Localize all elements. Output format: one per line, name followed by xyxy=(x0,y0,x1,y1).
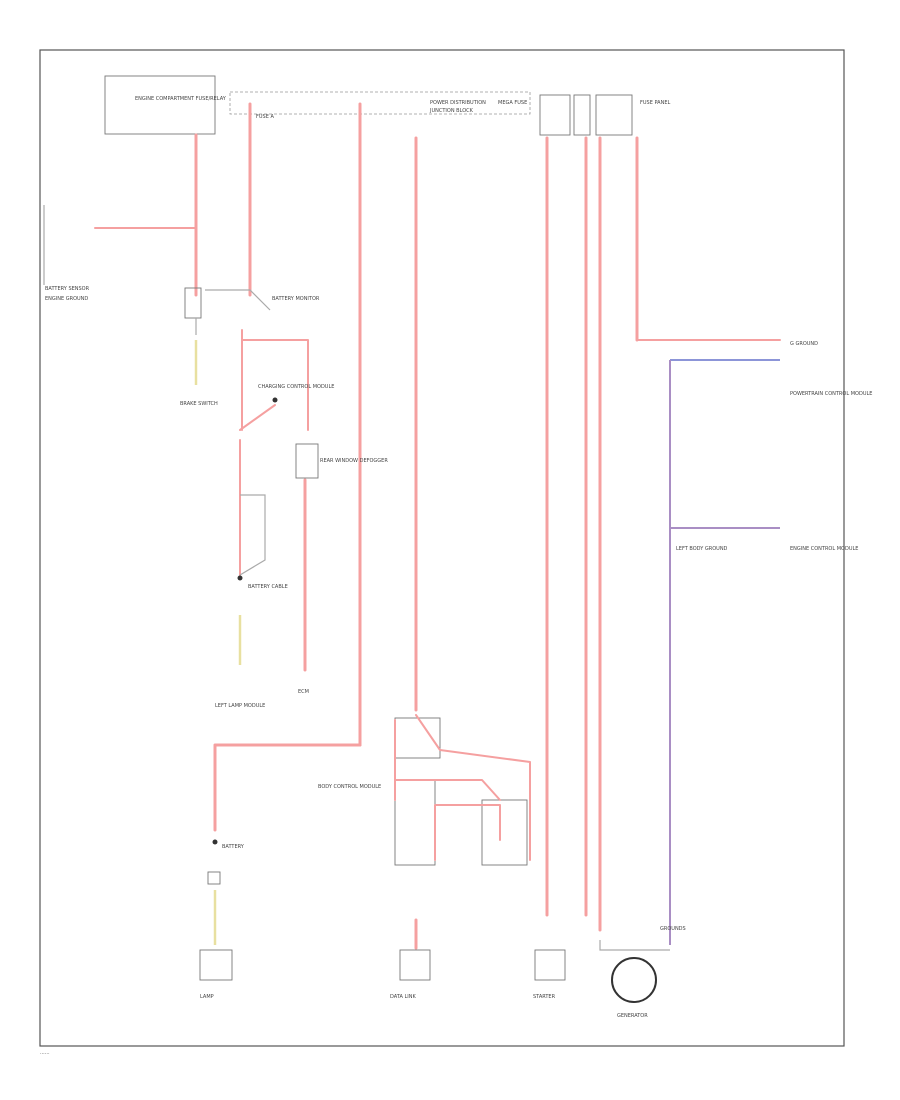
left-lamp-module-label: LEFT LAMP MODULE xyxy=(215,703,265,709)
fuse-panel-label: FUSE PANEL xyxy=(640,100,670,106)
brake-switch-area: BRAKE SWITCH BATTERY MONITOR CHARGING CO… xyxy=(180,287,388,709)
starter-generator: STARTER GENERATOR GROUNDS xyxy=(533,926,686,1019)
fuse-box-label: ENGINE COMPARTMENT FUSE/RELAY xyxy=(135,96,227,102)
battery-block: BATTERY LAMP xyxy=(199,839,245,1000)
g-ground-label: G GROUND xyxy=(790,341,818,347)
charging-control-label: CHARGING CONTROL MODULE xyxy=(258,384,334,390)
battery-monitor-label: BATTERY MONITOR xyxy=(272,296,320,302)
left-body-ground-label: LEFT BODY GROUND xyxy=(676,546,728,552)
body-control-label: BODY CONTROL MODULE xyxy=(318,784,381,790)
battery-cable-label: BATTERY CABLE xyxy=(248,584,288,590)
battery-label: BATTERY xyxy=(222,844,245,850)
brake-switch-label: BRAKE SWITCH xyxy=(180,401,218,407)
junction-block-label: JUNCTION BLOCK xyxy=(429,108,474,114)
footer-code: ······ xyxy=(40,1051,50,1057)
ecm-label: ECM xyxy=(298,689,309,695)
power-distribution-label: POWER DISTRIBUTION xyxy=(430,100,486,106)
generator-symbol xyxy=(611,957,657,1003)
generator-label: GENERATOR xyxy=(617,1013,648,1019)
diagram-frame xyxy=(39,49,845,1047)
mega-fuse-label: MEGA FUSE xyxy=(498,100,527,106)
body-control-module: BODY CONTROL MODULE DATA LINK xyxy=(318,714,531,1000)
power-wires xyxy=(94,102,781,932)
powertrain-label: POWERTRAIN CONTROL MODULE xyxy=(790,391,872,397)
rear-window-label: REAR WINDOW DEFOGGER xyxy=(320,458,388,464)
fuse-relay-box: ENGINE COMPARTMENT FUSE/RELAY POWER DIST… xyxy=(104,75,531,135)
eng-ground-label: ENGINE GROUND xyxy=(45,296,88,302)
engine-control-module-label: ENGINE CONTROL MODULE xyxy=(790,546,858,552)
battery-sensor: BATTERY SENSOR ENGINE GROUND xyxy=(43,205,90,302)
starter-label: STARTER xyxy=(533,994,556,1000)
data-link-label: DATA LINK xyxy=(390,994,416,1000)
right-connectors: G GROUND POWERTRAIN CONTROL MODULE ENGIN… xyxy=(669,341,872,945)
mega-fuse-block: MEGA FUSE FUSE PANEL xyxy=(498,94,670,136)
lamp-label: LAMP xyxy=(200,994,214,1000)
battery-sensor-label: BATTERY SENSOR xyxy=(45,286,90,292)
fuse-a-label: FUSE A xyxy=(256,114,274,120)
grounds-label: GROUNDS xyxy=(660,926,686,932)
